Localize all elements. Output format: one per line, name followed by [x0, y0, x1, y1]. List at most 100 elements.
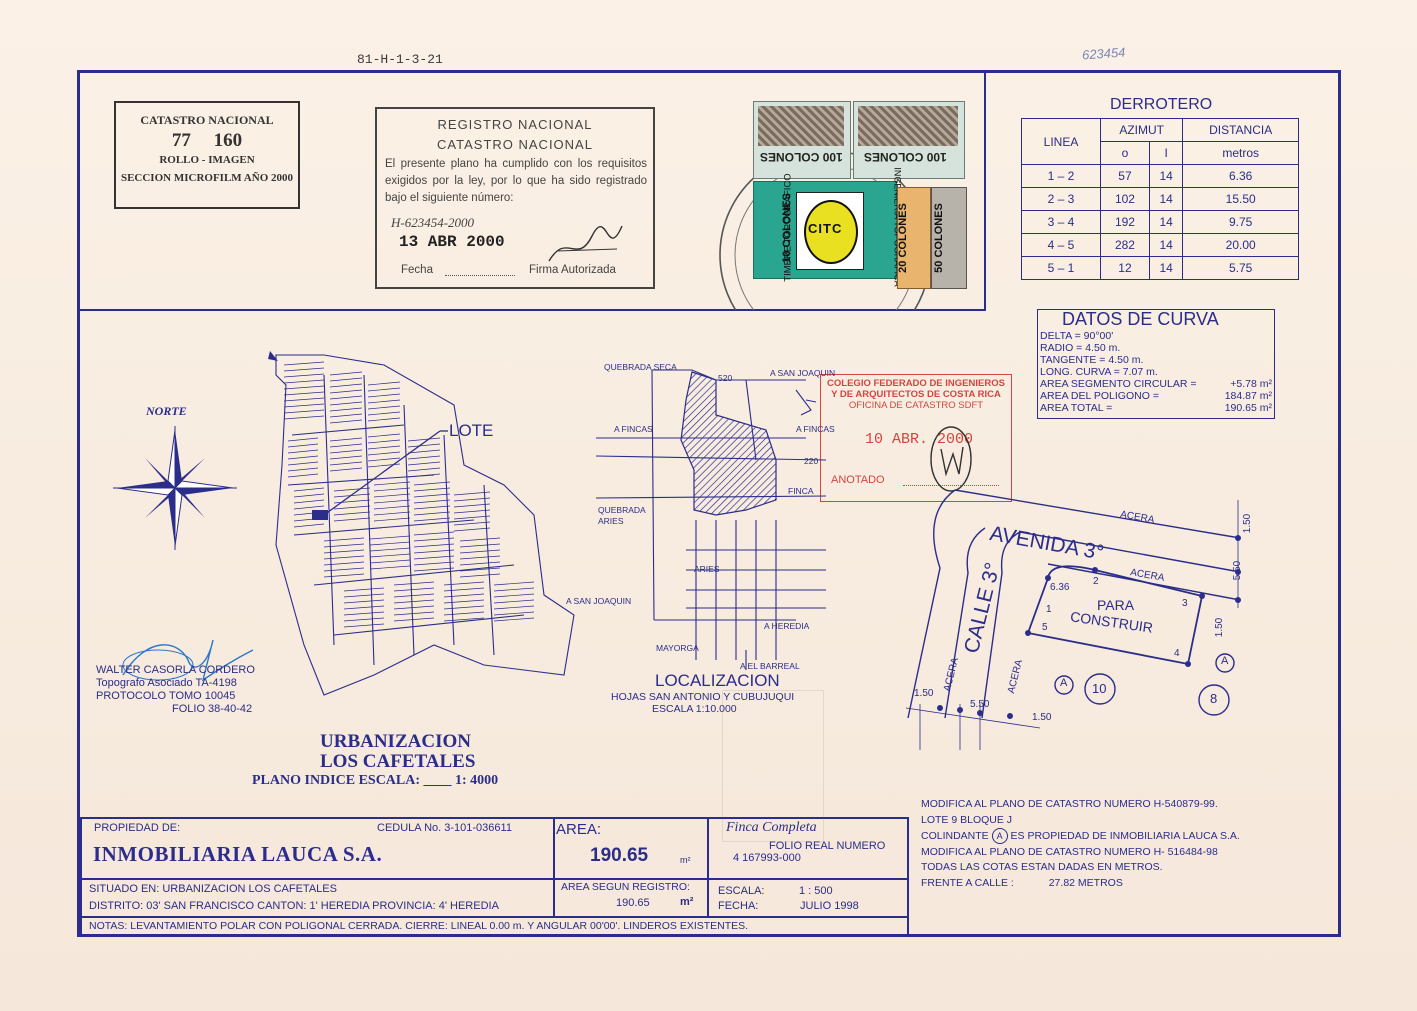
aries-label: ARIES	[694, 564, 720, 574]
area-value: 190.65	[590, 845, 649, 866]
note-l5: TODAS LAS COTAS ESTAN DADAS EN METROS.	[921, 861, 1163, 874]
catastro-line2: ROLLO - IMAGEN	[159, 154, 255, 166]
title-block	[80, 817, 909, 937]
a-san-joaquin-top: A SAN JOAQUIN	[770, 368, 836, 378]
curva-title: DATOS DE CURVA	[1062, 309, 1219, 329]
tb-h2	[80, 916, 909, 918]
pt-4: 4	[1174, 648, 1180, 659]
curva-values: DELTA = 90°00' RADIO = 4.50 m. TANGENTE …	[1040, 330, 1272, 414]
derrotero-cell-dist: 20.00	[1182, 233, 1299, 257]
registro-number: H-623454-2000	[391, 215, 475, 230]
pt-2: 2	[1093, 576, 1099, 587]
curva-long: LONG. CURVA = 7.07 m.	[1040, 366, 1158, 378]
area-reg-unit: m²	[680, 896, 694, 908]
header-vertical-divider	[984, 73, 986, 311]
catastro-number-a: 77	[171, 130, 191, 151]
propiedad-label: PROPIEDAD DE:	[94, 822, 181, 834]
registro-title2: CATASTRO NACIONAL	[437, 137, 593, 152]
curva-radio: RADIO = 4.50 m.	[1040, 342, 1121, 354]
note-l6b: 27.82 METROS	[1048, 876, 1123, 889]
note-l3b: ES PROPIEDAD DE INMOBILIARIA LAUCA S.A.	[1010, 830, 1240, 843]
lote-label: LOTE	[449, 421, 494, 440]
colindante-circle: A	[991, 828, 1008, 845]
col-azimut: AZIMUT	[1099, 118, 1184, 142]
derrotero-cell-deg: 282	[1100, 233, 1150, 257]
a-fincas-left: A FINCAS	[614, 424, 653, 434]
surveyor-role: Topografo Asociado TA-4198	[96, 677, 237, 689]
curva-tot-value: 190.65 m²	[1224, 402, 1272, 414]
derrotero-cell-dist: 6.36	[1182, 164, 1299, 188]
a-san-joaquin-left: A SAN JOAQUIN	[566, 596, 632, 606]
derrotero-cell-deg: 12	[1100, 256, 1150, 280]
north-compass-icon	[113, 426, 237, 550]
col-linea: LINEA	[1021, 118, 1101, 165]
derrotero-cell-min: 14	[1148, 233, 1184, 257]
colegio-line3: OFICINA DE CATASTRO SDFT	[848, 400, 984, 411]
stamp-green-10: TIMBRE TOPOGRAFICO 10 COLONES CITC INGEN…	[753, 167, 903, 287]
derrotero-cell-min: 14	[1148, 256, 1184, 280]
ref-code: 81-H-1-3-21	[357, 52, 443, 67]
derrotero-title: DERROTERO	[1110, 96, 1213, 113]
derrotero-cell-min: 14	[1148, 164, 1184, 188]
tb-v2	[707, 817, 709, 917]
fecha-line	[445, 275, 515, 276]
derrotero-cell-min: 14	[1148, 210, 1184, 234]
colegio-line2: Y DE ARQUITECTOS DE COSTA RICA	[831, 389, 1001, 400]
pt-1: 1	[1046, 604, 1052, 615]
curva-seg-label: AREA SEGMENTO CIRCULAR =	[1040, 378, 1197, 390]
colegio-stamp: COLEGIO FEDERADO DE INGENIEROS Y DE ARQU…	[820, 374, 1012, 502]
finca-completa: Finca Completa	[726, 820, 817, 835]
derrotero-cell-dist: 9.75	[1182, 210, 1299, 234]
lot-plan-drawing	[905, 489, 1241, 750]
lote-marker	[312, 510, 328, 520]
area-label: AREA:	[556, 821, 602, 838]
stamp-100-right: 100 COLONES	[853, 101, 965, 179]
anotado-line	[903, 485, 999, 486]
registro-title1: REGISTRO NACIONAL	[437, 117, 593, 132]
signature-scribble-icon	[548, 225, 623, 262]
localizacion-title: LOCALIZACION	[655, 671, 780, 690]
escala-label: ESCALA:	[718, 885, 765, 897]
num-520: 520	[718, 373, 733, 383]
catastro-title: CATASTRO NACIONAL	[140, 113, 274, 127]
surveyor-folio: FOLIO 38-40-42	[172, 703, 253, 715]
surveyor-signature-icon	[122, 639, 254, 682]
handwritten-number: 623454	[1081, 44, 1126, 63]
derrotero-cell-linea: 5 – 1	[1021, 256, 1101, 280]
notes-block: MODIFICA AL PLANO DE CATASTRO NUMERO H-5…	[921, 797, 1240, 892]
stamp-100-right-label: 100 COLONES	[864, 150, 947, 164]
catastro-number-b: 160	[213, 130, 243, 151]
urbanizacion-title1: URBANIZACION	[320, 731, 471, 752]
surveyor-protocolo: PROTOCOLO TOMO 10045	[96, 690, 236, 702]
colegio-line1: COLEGIO FEDERADO DE INGENIEROS	[827, 378, 1005, 389]
col-distancia: DISTANCIA	[1182, 118, 1299, 142]
num-220: 220	[804, 456, 819, 466]
note-l3a: COLINDANTE	[921, 830, 989, 843]
urbanizacion-title2: LOS CAFETALES	[320, 751, 476, 772]
curva-pol-label: AREA DEL POLIGONO =	[1040, 390, 1159, 402]
notas: NOTAS: LEVANTAMIENTO POLAR CON POLIGONAL…	[89, 920, 749, 932]
fecha-label: FECHA:	[718, 900, 759, 912]
dim-550-b: 5.50	[970, 699, 990, 710]
note-l1: MODIFICA AL PLANO DE CATASTRO NUMERO H-5…	[921, 798, 1218, 810]
quebrada-aries: QUEBRADA ARIES	[598, 505, 646, 526]
pt-3: 3	[1182, 598, 1188, 609]
note-l6a: FRENTE A CALLE :	[921, 876, 1014, 889]
stamp-green-label: 10 COLONES	[780, 193, 793, 263]
lot-10: 10	[1092, 681, 1107, 696]
revenue-stamps: 100 COLONES 100 COLONES TIMBRE TOPOGRAFI…	[705, 95, 985, 310]
fecha-value: JULIO 1998	[800, 900, 859, 912]
derrotero-cell-linea: 2 – 3	[1021, 187, 1101, 211]
para-label: PARA	[1097, 597, 1135, 613]
quebrada-seca: QUEBRADA SECA	[604, 362, 677, 372]
sub-deg: o	[1100, 141, 1150, 165]
localizacion-sub2: ESCALA 1:10.000	[652, 703, 737, 715]
colindante-a-right: A	[1221, 655, 1229, 667]
catastro-stamp: CATASTRO NACIONAL 77 160 ROLLO - IMAGEN …	[114, 101, 300, 209]
curva-tangente: TANGENTE = 4.50 m.	[1040, 354, 1144, 366]
derrotero-cell-linea: 1 – 2	[1021, 164, 1101, 188]
